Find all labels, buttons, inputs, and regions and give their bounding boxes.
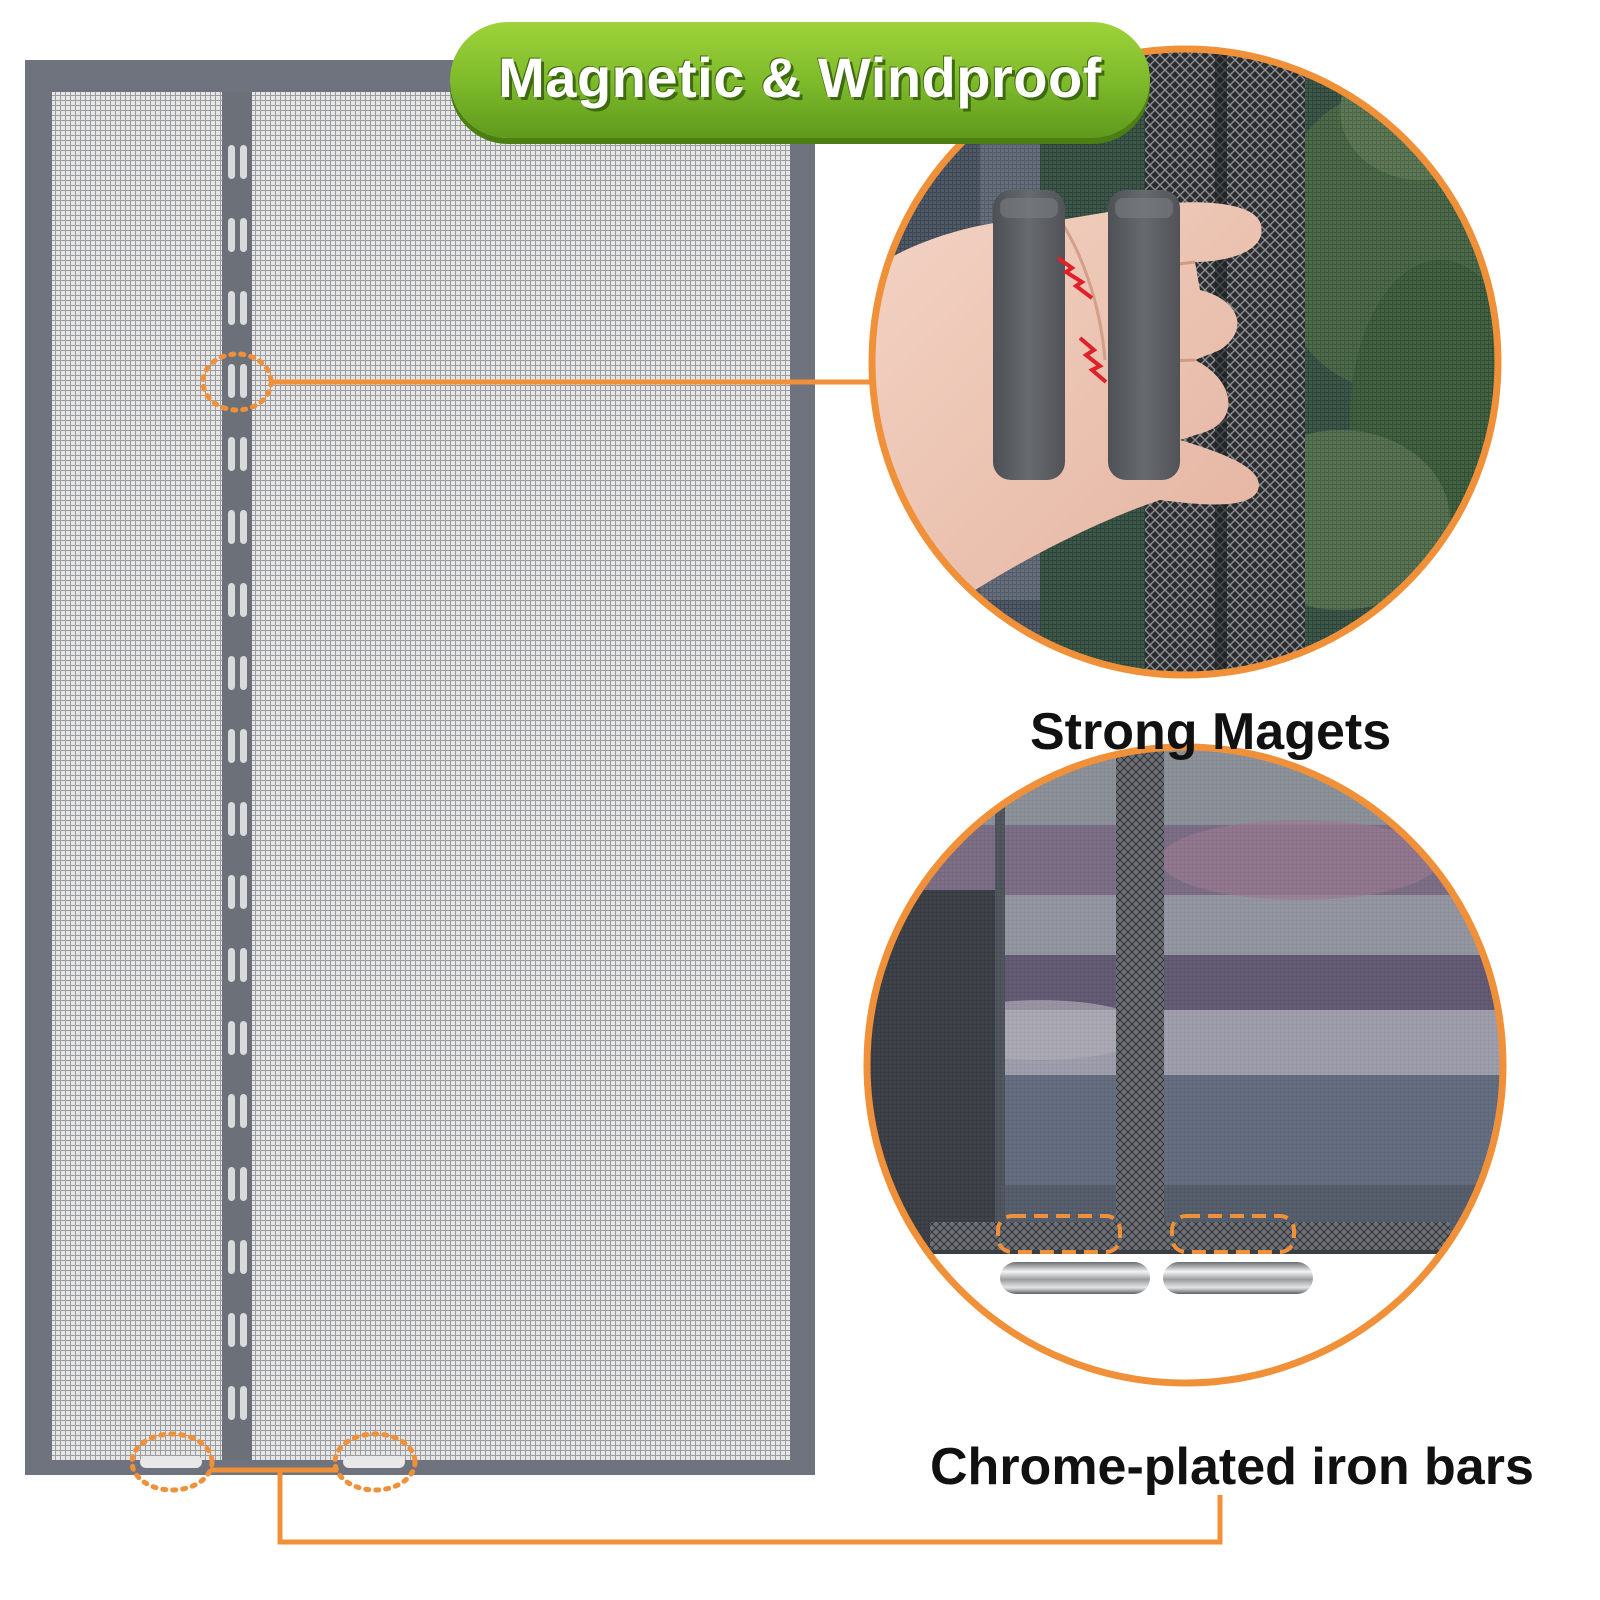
magnets-circle-border [868, 45, 1502, 679]
strip-magnet-slot [228, 364, 235, 398]
strip-magnet-slot [228, 1386, 235, 1420]
strip-magnet-slot [228, 437, 235, 471]
strip-magnet-slot [240, 510, 247, 544]
iron-bars-circle-border [863, 743, 1507, 1387]
strip-magnet-slot [240, 1021, 247, 1055]
strip-magnet-slot [228, 510, 235, 544]
banner-background [450, 22, 1150, 138]
strip-magnet-slot [240, 656, 247, 690]
strip-magnet-slot [228, 1021, 235, 1055]
magnet-block-left [993, 190, 1065, 480]
strip-magnet-slot [240, 948, 247, 982]
strip-magnet-slot [228, 875, 235, 909]
strip-magnet-slot [228, 729, 235, 763]
banner-title: Magnetic & Windproof [498, 45, 1102, 109]
magnet-block-right [1108, 190, 1180, 480]
strip-magnet-slot [240, 218, 247, 252]
strip-magnet-slot [240, 1094, 247, 1128]
strip-magnet-slot [228, 583, 235, 617]
center-magnetic-strip [222, 92, 252, 1460]
callout-connectors [129, 351, 1223, 1545]
strip-magnet-slot [228, 656, 235, 690]
strip-magnet-slot [228, 1094, 235, 1128]
strip-magnet-slot [240, 145, 247, 179]
strip-magnets [228, 145, 247, 1420]
strip-magnet-slot [228, 291, 235, 325]
strip-magnet-slot [240, 729, 247, 763]
strip-magnet-slot [228, 1240, 235, 1274]
right-mesh-panel [252, 92, 790, 1460]
strip-magnet-slot [228, 1167, 235, 1201]
strip-magnet-slot [228, 948, 235, 982]
lightning-icon [1078, 336, 1108, 384]
strip-magnet-slot [240, 437, 247, 471]
chrome-bar-left [1000, 1262, 1150, 1294]
iron-bars-caption: Chrome-plated iron bars [930, 1438, 1534, 1496]
lightning-icon [1056, 256, 1094, 300]
door-screen [25, 60, 815, 1475]
strip-magnet-slot [228, 802, 235, 836]
strip-magnet-slot [240, 1386, 247, 1420]
chrome-bar-right [1163, 1262, 1313, 1294]
strip-magnet-slot [240, 583, 247, 617]
strip-magnet-slot [240, 291, 247, 325]
strip-magnet-slot [240, 1240, 247, 1274]
strip-magnet-slot [240, 1167, 247, 1201]
strip-magnet-slot [240, 1313, 247, 1347]
strip-magnet-slot [228, 1313, 235, 1347]
strip-magnet-slot [240, 875, 247, 909]
strip-magnet-slot [228, 218, 235, 252]
strip-magnet-slot [228, 145, 235, 179]
strip-magnet-slot [240, 802, 247, 836]
left-mesh-panel [52, 92, 222, 1460]
strip-magnet-slot [240, 364, 247, 398]
magnets-caption: Strong Magets [1030, 703, 1392, 761]
